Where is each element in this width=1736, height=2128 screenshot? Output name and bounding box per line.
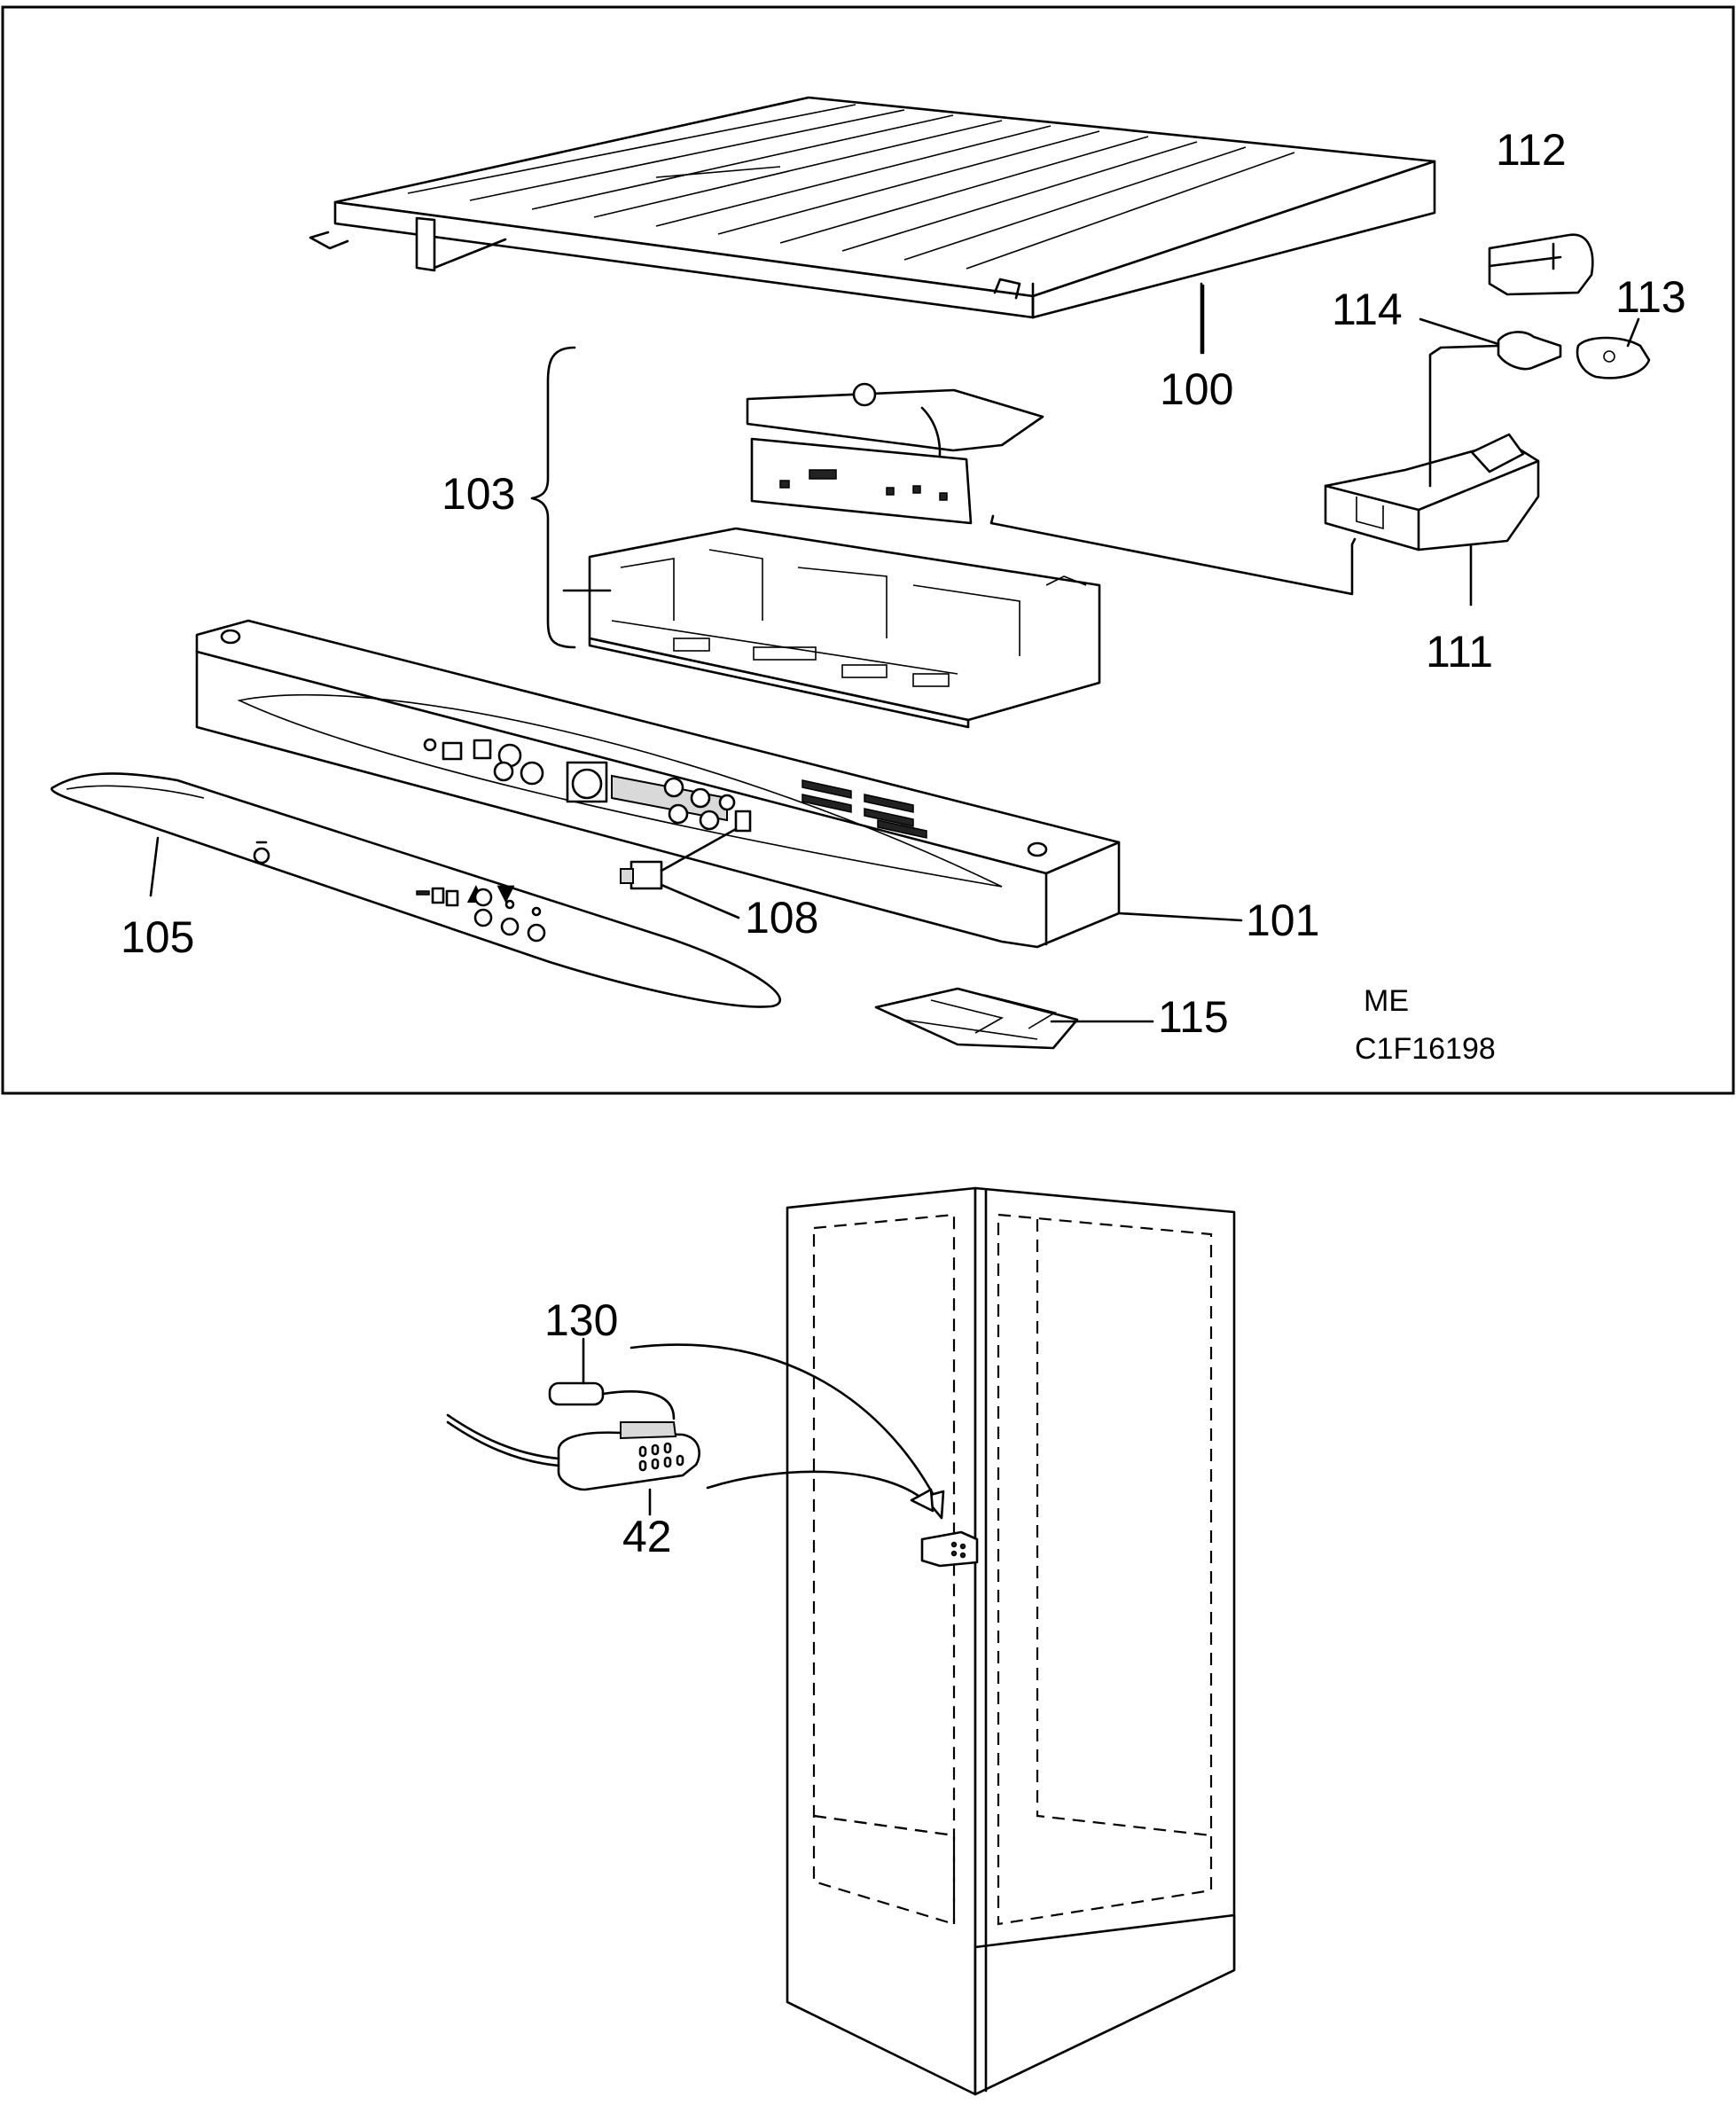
callout-114: 114 [1332,285,1403,334]
bulb-wire [1428,344,1500,488]
callout-111: 111 [1426,627,1493,677]
callout-130: 130 [544,1295,618,1345]
part-108-switch [620,827,738,890]
connector-wire [989,514,1357,596]
installation-arrows [629,1343,945,1520]
part-114-bulb [1497,331,1562,371]
callout-100: 100 [1160,364,1233,414]
part-42-sensor-module [446,1413,700,1516]
lower-callouts: 130 42 [544,1295,672,1561]
drawing-code-line1: ME [1364,984,1409,1018]
part-115-grille [874,987,1079,1050]
callout-108: 108 [745,893,818,943]
installed-sensor [920,1530,979,1568]
upper-panel-frame [1,5,1735,1095]
part-105-decor-strip: ▲▼ [51,772,782,1008]
part-111-lamp-holder [1324,433,1540,552]
callout-112: 112 [1496,125,1567,175]
callout-113: 113 [1615,272,1686,322]
part-100-shelf [309,96,1436,319]
callout-101: 101 [1246,896,1319,945]
upper-callouts: 100 101 103 105 108 111 112 113 114 115 … [121,125,1686,1066]
callout-115: 115 [1158,992,1229,1042]
part-130-probe [548,1337,676,1420]
part-103-control-box [530,346,1101,729]
cabinet-housing [786,1186,1236,2096]
part-112-cover-cap [1488,233,1594,296]
upper-leader-lines [149,242,1640,1023]
callout-105: 105 [121,912,194,962]
drawing-code-line2: C1F16198 [1355,1032,1496,1066]
callout-103: 103 [442,469,515,519]
part-101-housing [195,619,1121,949]
callout-42: 42 [622,1512,672,1561]
part-113-lamp-socket [1576,336,1651,379]
